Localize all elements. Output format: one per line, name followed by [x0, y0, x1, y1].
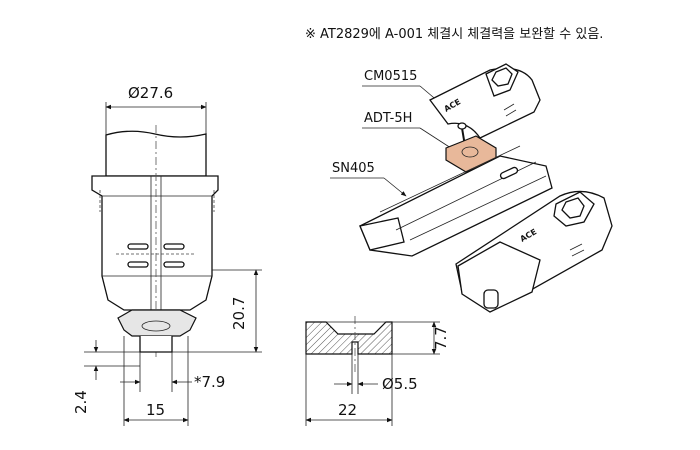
dimension-width-22: 22 [338, 401, 357, 419]
oval-slot [163, 243, 185, 250]
rail-slot [499, 166, 519, 180]
oval-slot [127, 261, 149, 268]
rail-groove [379, 145, 521, 213]
bushing-bore [141, 320, 171, 332]
groove-line [569, 243, 583, 251]
dimension-diameter-5-5: Ø5.5 [382, 375, 418, 393]
front-view: Ø27.6 20.7 2.4 [72, 84, 262, 426]
callout-leader [383, 177, 407, 197]
dimension-height-20-7: 20.7 [230, 297, 248, 330]
washer-bore [461, 146, 479, 158]
callout-adt-5h: ADT-5H [364, 111, 412, 126]
dimension-width-15: 15 [146, 401, 165, 419]
oval-slot [127, 243, 149, 250]
clamp-lower-foot [483, 289, 499, 309]
bushing-hole [139, 336, 173, 353]
screw-head [457, 122, 467, 130]
oval-slot [163, 261, 185, 268]
washer-section [305, 321, 393, 355]
callout-cm0515: CM0515 [364, 69, 417, 84]
dimension-height-2-4: 2.4 [72, 390, 90, 414]
dimension-diameter-27-6: Ø27.6 [128, 84, 173, 102]
groove-line [503, 103, 515, 111]
rail-end [359, 217, 405, 251]
callout-leader [419, 127, 455, 151]
hex-recess-upper [491, 67, 513, 87]
groove-line [571, 249, 585, 257]
dimension-star-7-9: *7.9 [194, 373, 225, 391]
groove-line [505, 109, 517, 117]
exploded-isometric-view: CM0515 ADT-5H SN405 ACE ACE [330, 63, 613, 313]
rail-groove [409, 175, 547, 241]
clamp-lower-inner [457, 241, 541, 313]
washer-section-view: 7.7 Ø5.5 22 [305, 316, 450, 426]
dimension-height-7-7: 7.7 [432, 326, 450, 350]
installation-note: ※ AT2829에 A-001 체결시 체결력을 보완할 수 있음. [305, 27, 603, 42]
hex-recess-lower [561, 197, 585, 219]
bushing [117, 309, 197, 337]
callout-sn405: SN405 [332, 161, 375, 176]
